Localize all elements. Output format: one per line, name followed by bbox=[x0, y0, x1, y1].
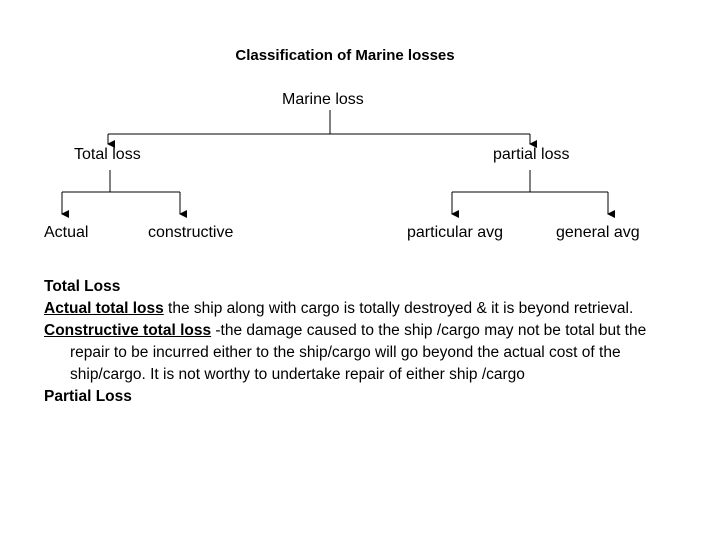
classification-tree-connectors bbox=[61, 110, 615, 218]
definitions-text: Total Loss Actual total loss the ship al… bbox=[44, 276, 684, 408]
partial-loss-heading: Partial Loss bbox=[44, 388, 132, 405]
constructive-total-loss-description: -the damage caused to the ship /cargo ma… bbox=[70, 322, 647, 383]
actual-total-loss-description: the ship along with cargo is totally des… bbox=[163, 300, 634, 317]
node-constructive: constructive bbox=[148, 224, 234, 241]
node-total-loss: Total loss bbox=[74, 146, 141, 163]
actual-total-loss-definition: Actual total loss the ship along with ca… bbox=[44, 298, 684, 320]
node-marine-loss: Marine loss bbox=[282, 91, 364, 108]
node-particular-avg: particular avg bbox=[407, 224, 504, 241]
node-partial-loss: partial loss bbox=[493, 146, 570, 163]
slide-title: Classification of Marine losses bbox=[235, 47, 455, 64]
constructive-total-loss-definition: Constructive total loss -the damage caus… bbox=[44, 320, 684, 386]
node-general-avg: general avg bbox=[556, 224, 640, 241]
constructive-total-loss-term: Constructive total loss bbox=[44, 322, 212, 339]
node-actual: Actual bbox=[44, 224, 89, 241]
actual-total-loss-term: Actual total loss bbox=[44, 300, 164, 317]
total-loss-heading: Total Loss bbox=[44, 278, 121, 295]
